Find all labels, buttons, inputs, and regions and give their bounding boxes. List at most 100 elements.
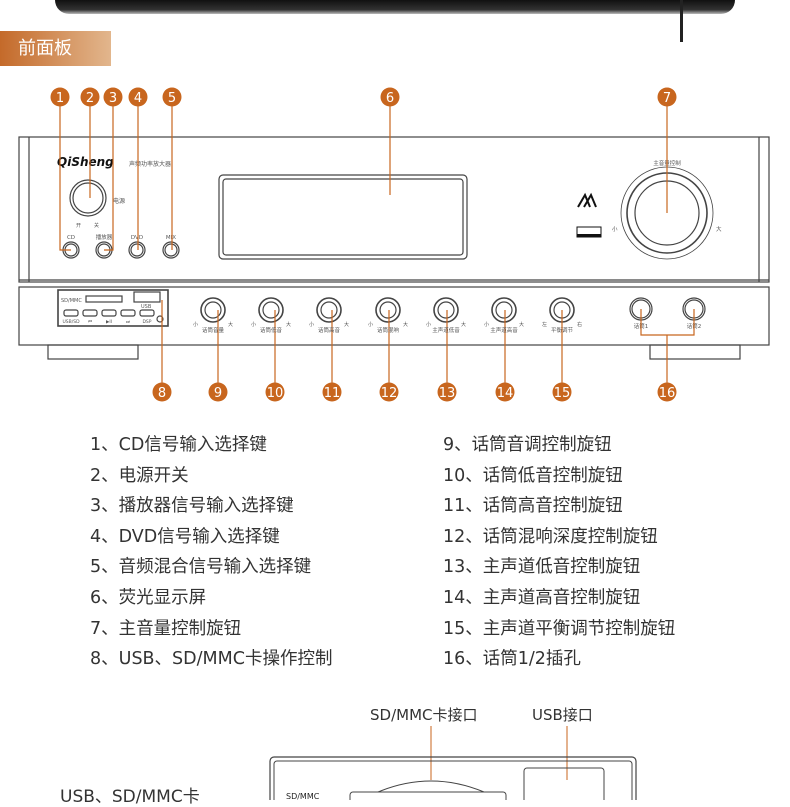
leader-line — [640, 309, 695, 384]
knob-label: 话筒混响 — [377, 326, 400, 334]
legend-item: 9、话筒音调控制旋钮 — [443, 435, 612, 455]
legend-item: 3、播放器信号输入选择键 — [90, 496, 294, 517]
knob-10[interactable] — [258, 297, 284, 323]
usb-button-label: DSP — [142, 319, 151, 325]
leader-line — [59, 106, 71, 251]
legend-item: 8、USB、SD/MMC卡操作控制 — [90, 649, 333, 670]
callout-marker-number: 7 — [663, 91, 671, 106]
sd-detail-label: SD/MMC — [286, 792, 320, 800]
usb-port-caption: USB接口 — [532, 706, 593, 724]
knob-13[interactable] — [433, 297, 459, 323]
legend-item: 14、主声道高音控制旋钮 — [443, 587, 641, 608]
legend-item: 15、主声道平衡调节控制旋钮 — [443, 618, 676, 639]
leader-line — [104, 106, 114, 251]
power-switch[interactable] — [69, 179, 107, 217]
legend-item: 12、话筒混响深度控制旋钮 — [443, 526, 658, 547]
legend-item: 7、主音量控制旋钮 — [90, 618, 242, 639]
callout-marker — [380, 87, 400, 107]
callout-marker — [128, 87, 148, 107]
sd-slot[interactable] — [85, 295, 123, 303]
product-photo-edge — [55, 0, 735, 14]
legend-item: 1、CD信号输入选择键 — [90, 435, 267, 455]
knob-11[interactable] — [316, 297, 342, 323]
knob-12[interactable] — [375, 297, 401, 323]
legend-item: 5、音频混合信号输入选择键 — [90, 557, 312, 578]
legend-item: 2、电源开关 — [90, 465, 189, 486]
callout-marker — [657, 382, 677, 402]
usb-button-label: ⏮ — [88, 320, 92, 325]
usb-button-label: ⏭ — [126, 320, 130, 325]
legend-item: 10、话筒低音控制旋钮 — [443, 465, 623, 486]
knob-min-label: 小 — [251, 321, 256, 328]
callout-marker — [657, 87, 677, 107]
knob-min-label: 小 — [484, 321, 489, 328]
callout-marker — [208, 382, 228, 402]
callout-marker-number: 11 — [324, 386, 341, 401]
knob-label: 主声道低音 — [432, 326, 460, 334]
knob-min-label: 小 — [309, 321, 314, 328]
callout-marker — [265, 382, 285, 402]
knob-min-label: 小 — [368, 321, 373, 328]
knob-max-label: 大 — [228, 321, 233, 328]
callout-marker-number: 6 — [386, 91, 394, 106]
usb-sd-side-text: USB、SD/MMC卡 — [60, 787, 200, 807]
cd-label: CD — [67, 235, 75, 241]
usb-port[interactable] — [133, 291, 161, 303]
callout-marker-number: 14 — [497, 386, 514, 401]
knob-max-label: 大 — [403, 321, 408, 328]
amp-logo — [577, 192, 597, 208]
callout-marker — [152, 382, 172, 402]
knob-min-label: 小 — [193, 321, 198, 328]
callout-marker — [437, 382, 457, 402]
callout-marker-number: 16 — [659, 386, 676, 401]
device-body — [18, 136, 770, 283]
callout-marker-number: 8 — [158, 386, 166, 401]
mix-button[interactable] — [162, 241, 180, 259]
callout-marker — [379, 382, 399, 402]
vfd-display — [218, 174, 468, 260]
callout-marker-number: 5 — [168, 91, 176, 106]
callout-marker-number: 12 — [381, 386, 398, 401]
legend-item: 11、话筒高音控制旋钮 — [443, 496, 623, 517]
callout-marker — [50, 87, 70, 107]
knob-max-label: 大 — [286, 321, 291, 328]
knob-label: 话筒低音 — [260, 326, 283, 334]
volume-max: 大 — [716, 225, 722, 233]
device-lower-strip — [18, 286, 770, 346]
power-cable — [680, 0, 683, 42]
callout-marker-number: 10 — [267, 386, 284, 401]
player-label: 播放器 — [96, 233, 113, 241]
legend-right: 9、话筒音调控制旋钮 10、话筒低音控制旋钮 11、话筒高音控制旋钮 12、话筒… — [443, 430, 675, 675]
usb-button-label: USB/SD — [62, 319, 80, 325]
callout-marker-number: 3 — [109, 91, 117, 106]
legend-item: 16、话筒1/2插孔 — [443, 649, 581, 670]
brand-logo: QiSheng — [57, 155, 114, 169]
callout-marker — [162, 87, 182, 107]
knob-min-label: 小 — [426, 321, 431, 328]
callout-marker — [103, 87, 123, 107]
power-on-label: 开 — [76, 223, 81, 229]
usb-port-detail — [523, 767, 605, 800]
knob-14[interactable] — [491, 297, 517, 323]
knob-max-label: 大 — [344, 321, 349, 328]
sd-slot-detail — [349, 791, 507, 800]
callout-marker-number: 15 — [554, 386, 571, 401]
knob-min-label: 左 — [542, 321, 547, 328]
callout-marker — [322, 382, 342, 402]
knob-label: 平衡调节 — [551, 326, 574, 334]
knob-max-label: 大 — [461, 321, 466, 328]
callout-marker-number: 13 — [439, 386, 456, 401]
knob-label: 话筒音量 — [202, 326, 225, 334]
legend-left: 1、CD信号输入选择键 2、电源开关 3、播放器信号输入选择键 4、DVD信号输… — [90, 430, 332, 675]
sd-small-label: SD/MMC — [61, 298, 82, 304]
sd-port-caption: SD/MMC卡接口 — [370, 706, 478, 724]
usb-button-label: ▶II — [106, 319, 112, 325]
dvd-button[interactable] — [128, 241, 146, 259]
knob-9[interactable] — [200, 297, 226, 323]
knob-max-label: 右 — [577, 321, 582, 328]
callout-marker-number: 9 — [214, 386, 222, 401]
usb-panel-detail — [269, 756, 637, 800]
power-off-label: 关 — [94, 222, 99, 229]
legend-item: 13、主声道低音控制旋钮 — [443, 557, 641, 578]
